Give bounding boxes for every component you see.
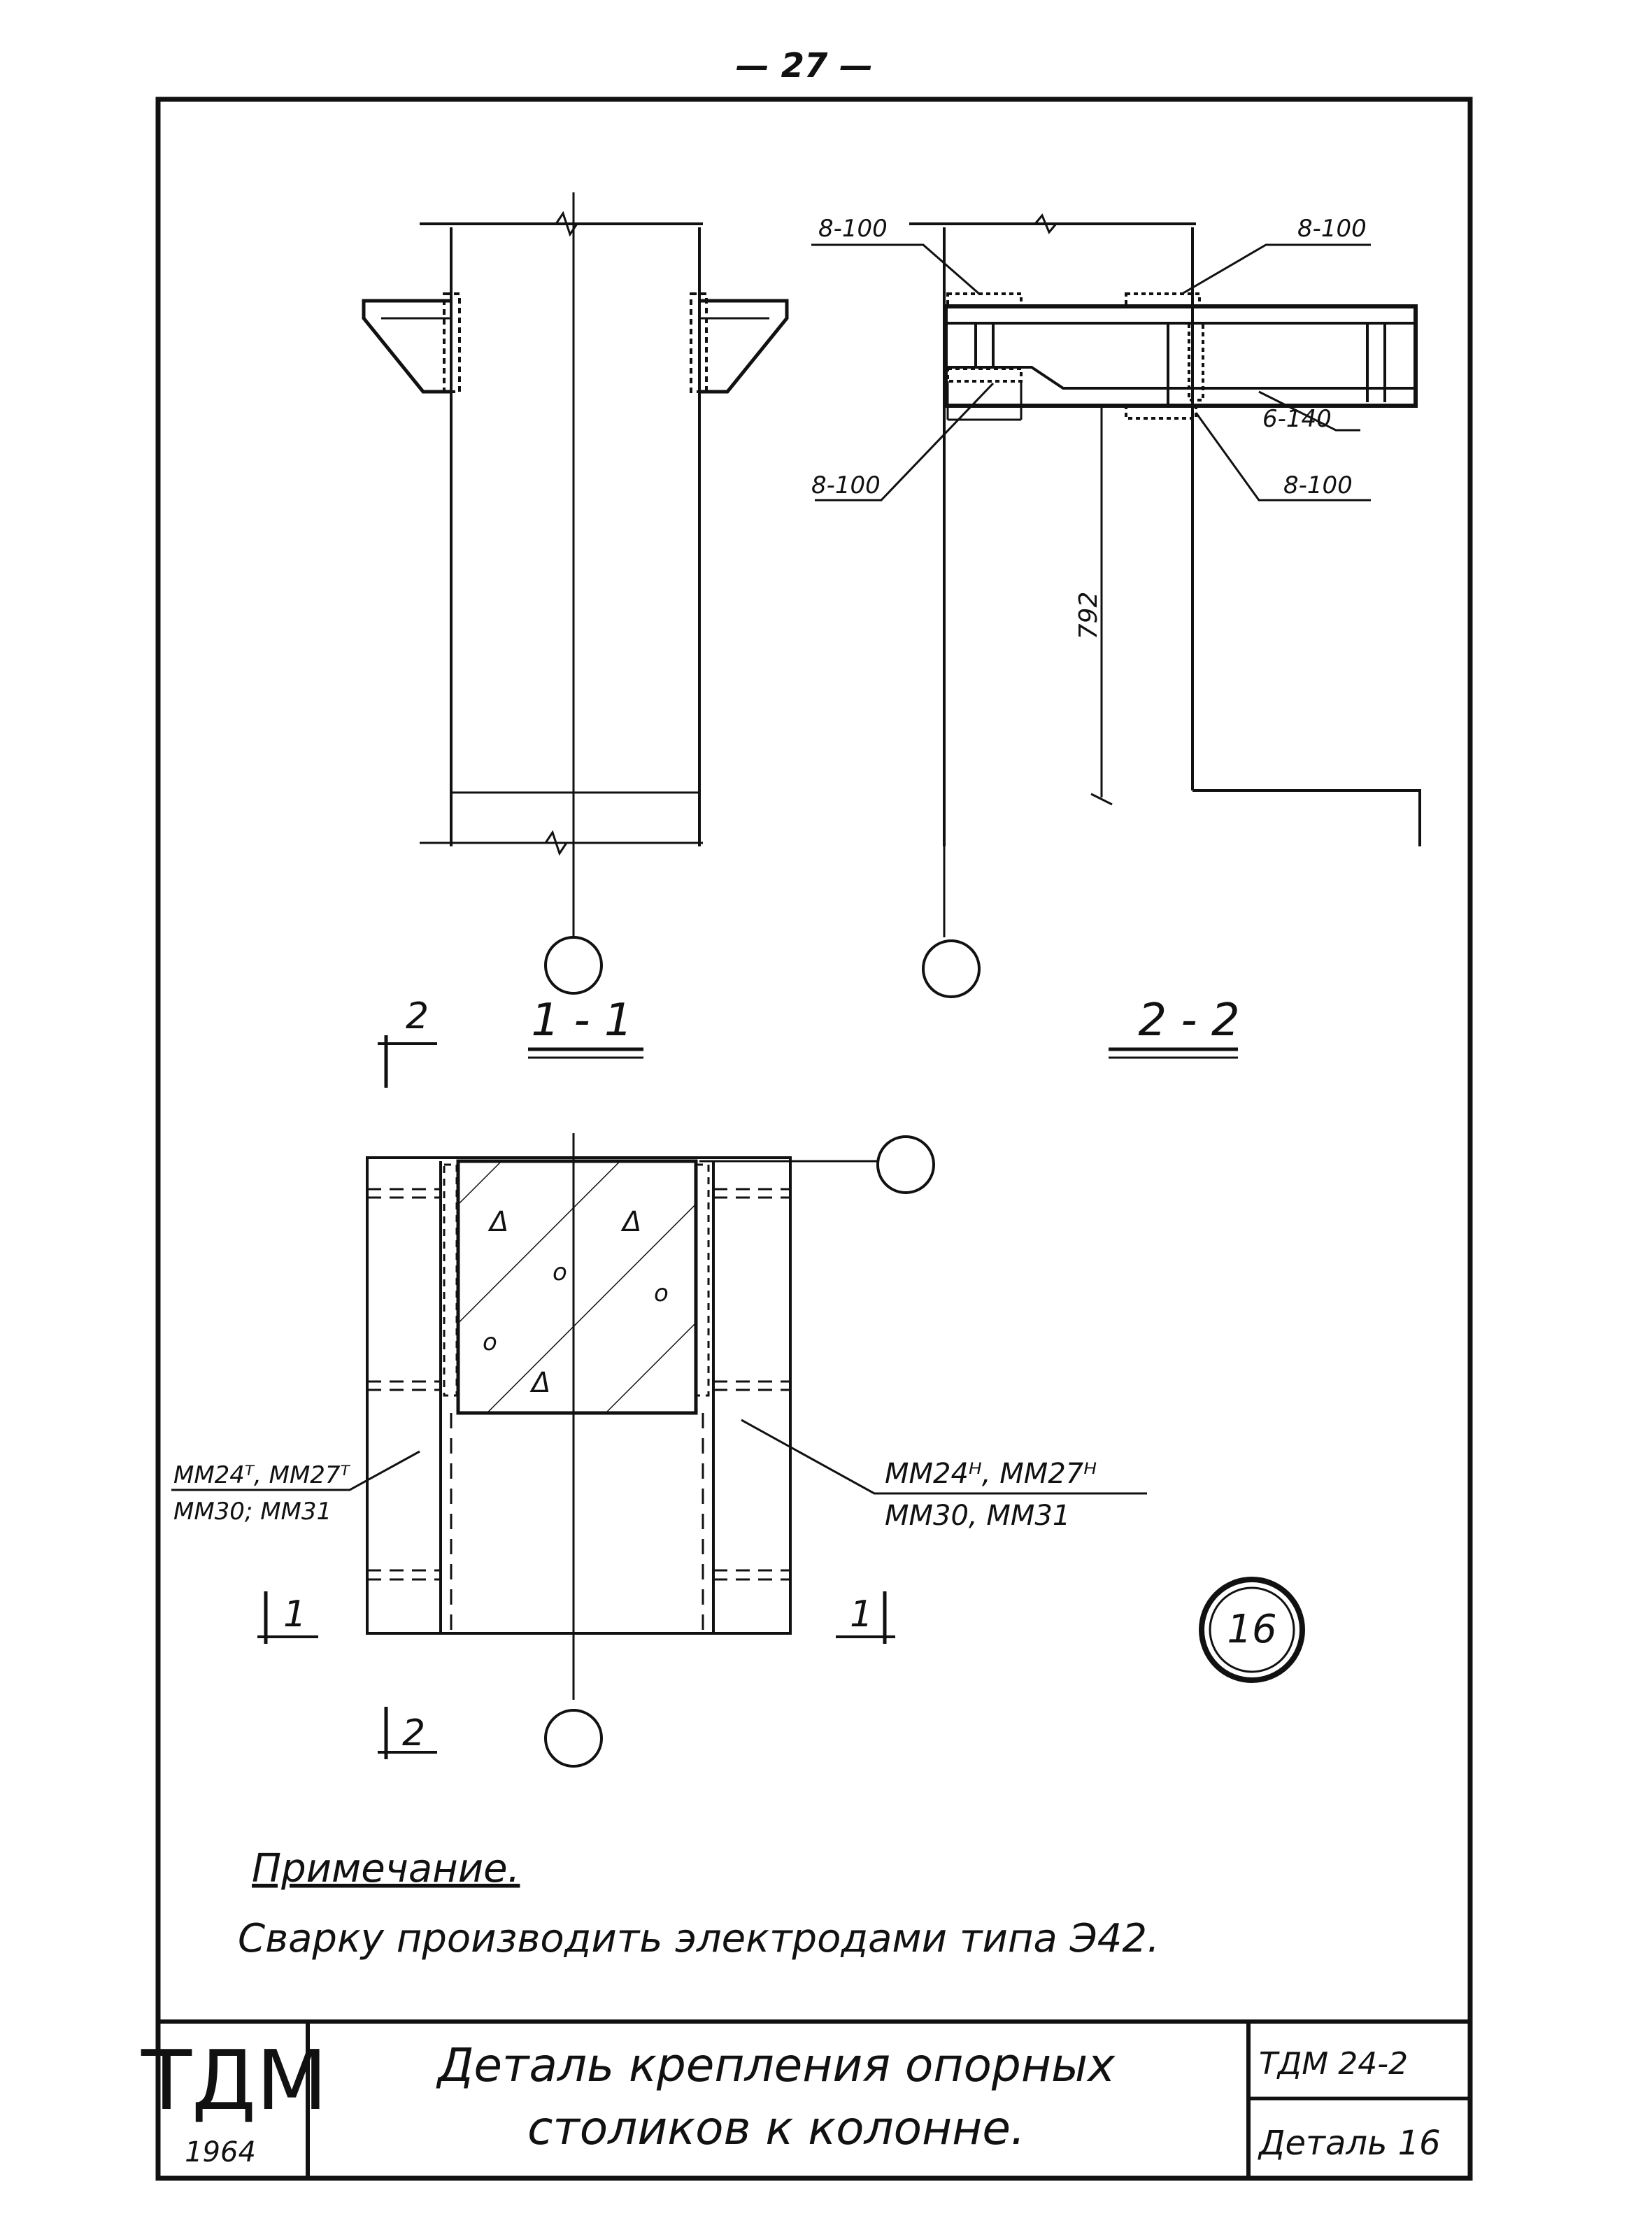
svg-text:Δ: Δ (487, 1206, 508, 1238)
note-heading: Примечание. (252, 1846, 520, 1891)
title-line1: Деталь крепления опорных (436, 2038, 1116, 2092)
section-1-1-label: 1 - 1 (531, 995, 632, 1046)
title-block: ТДМ 1964 Деталь крепления опорных столик… (141, 2019, 1470, 2178)
cut-mark-1-left: 1 (283, 1593, 306, 1635)
plan-view: Δ Δ o o o Δ ММ24ᵀ, ММ27ᵀ ММ (171, 1133, 1147, 1768)
mark-right-line2: ММ30, ММ31 (885, 1500, 1070, 1532)
svg-text:o: o (483, 1328, 497, 1356)
svg-text:Δ: Δ (529, 1367, 550, 1399)
weld-top-left: 8-100 (818, 215, 888, 243)
sheet-name: Деталь 16 (1258, 2124, 1441, 2163)
dimension-792: 792 (1074, 592, 1103, 640)
cut-mark-2-top: 2 (406, 995, 429, 1037)
section-1-1-view: 1 - 1 2 (362, 192, 789, 1088)
section-2-2-view: 792 8-100 8-100 8-100 6-140 8-100 2 - 2 (811, 213, 1421, 1059)
cut-mark-2-bottom: 2 (402, 1712, 425, 1754)
detail-number-circle (1199, 1577, 1305, 1683)
weld-bottom-right: 8-100 (1283, 471, 1353, 499)
mark-left-line2: ММ30; ММ31 (173, 1498, 332, 1526)
weld-bottom-left: 8-100 (811, 471, 881, 499)
weld-right-middle: 6-140 (1262, 405, 1332, 433)
mark-left-line1: ММ24ᵀ, ММ27ᵀ (173, 1461, 351, 1489)
weld-top-right: 8-100 (1297, 215, 1367, 243)
section-2-2-label: 2 - 2 (1138, 995, 1239, 1046)
doc-code: ТДМ 24-2 (1259, 2046, 1408, 2082)
mark-right-line1: ММ24ᴴ, ММ27ᴴ (885, 1458, 1097, 1490)
page-number: — 27 — (736, 46, 873, 85)
svg-text:o: o (654, 1279, 669, 1307)
sheet-frame (155, 97, 1473, 2181)
cut-mark-1-right: 1 (850, 1593, 873, 1635)
note-text: Сварку производить электродами типа Э42. (238, 1916, 1160, 1961)
column-core (456, 1159, 698, 1415)
detail-number: 16 (1227, 1607, 1276, 1652)
title-line2: столиков к колонне. (527, 2101, 1025, 2155)
title-year: 1964 (185, 2136, 256, 2168)
org-logo-text: ТДМ (141, 2032, 327, 2129)
svg-text:Δ: Δ (620, 1206, 641, 1238)
svg-text:o: o (553, 1258, 567, 1286)
